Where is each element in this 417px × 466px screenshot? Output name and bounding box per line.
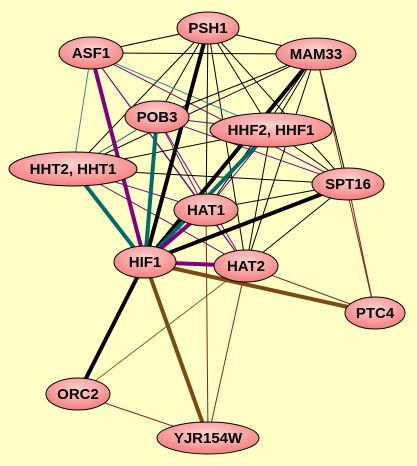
node-hht[interactable]: HHT2, HHT1 bbox=[8, 151, 138, 187]
edge-hht-hat2 bbox=[72, 168, 247, 267]
node-ellipse[interactable] bbox=[113, 245, 177, 279]
node-hif1[interactable]: HIF1 bbox=[113, 245, 177, 279]
node-label: PSH1 bbox=[188, 20, 227, 37]
edge-hhf-hat2 bbox=[245, 129, 272, 267]
node-label: HIF1 bbox=[129, 254, 162, 271]
edge-psh1-hht bbox=[72, 27, 209, 170]
node-ellipse[interactable] bbox=[176, 11, 240, 45]
edge-mam33-hht bbox=[72, 53, 317, 170]
edge-hif1-orc2 bbox=[76, 260, 147, 396]
edge-spt16-hif1 bbox=[143, 182, 350, 264]
node-ellipse[interactable] bbox=[8, 151, 138, 187]
edge-psh1-hat1 bbox=[205, 27, 209, 211]
edge-pob3-hif1 bbox=[143, 115, 159, 264]
node-ellipse[interactable] bbox=[209, 112, 333, 148]
node-ellipse[interactable] bbox=[173, 193, 239, 227]
node-yjr154w[interactable]: YJR154W bbox=[156, 421, 260, 455]
node-ellipse[interactable] bbox=[275, 37, 357, 71]
node-label: MAM33 bbox=[290, 46, 343, 63]
node-ellipse[interactable] bbox=[45, 377, 111, 411]
node-label: YJR154W bbox=[174, 430, 243, 447]
edge-hat2-yjr154w bbox=[207, 265, 247, 439]
edge-hif1-yjr154w bbox=[143, 260, 210, 440]
node-asf1[interactable]: ASF1 bbox=[58, 36, 124, 70]
node-label: HAT1 bbox=[187, 202, 225, 219]
node-label: ORC2 bbox=[57, 386, 99, 403]
node-orc2[interactable]: ORC2 bbox=[45, 377, 111, 411]
node-label: POB3 bbox=[137, 109, 178, 126]
node-label: HHT2, HHT1 bbox=[30, 161, 117, 178]
edge-asf1-hht bbox=[72, 52, 92, 170]
node-ellipse[interactable] bbox=[124, 100, 190, 134]
edge-layer bbox=[71, 26, 377, 440]
edge-mam33-hif1 bbox=[143, 52, 318, 264]
node-hhf[interactable]: HHF2, HHF1 bbox=[209, 112, 333, 148]
node-spt16[interactable]: SPT16 bbox=[311, 167, 385, 201]
edge-asf1-spt16 bbox=[90, 52, 349, 185]
node-ellipse[interactable] bbox=[311, 167, 385, 201]
node-ptc4[interactable]: PTC4 bbox=[344, 296, 406, 330]
node-mam33[interactable]: MAM33 bbox=[275, 37, 357, 71]
edge-hif1-ptc4 bbox=[143, 260, 377, 315]
node-ellipse[interactable] bbox=[58, 36, 124, 70]
node-label: PTC4 bbox=[356, 305, 395, 322]
node-ellipse[interactable] bbox=[344, 296, 406, 330]
node-ellipse[interactable] bbox=[156, 421, 260, 455]
node-hat1[interactable]: HAT1 bbox=[173, 193, 239, 227]
node-psh1[interactable]: PSH1 bbox=[176, 11, 240, 45]
node-label: HAT2 bbox=[227, 258, 265, 275]
node-label: HHF2, HHF1 bbox=[228, 122, 315, 139]
edge-psh1-hif1 bbox=[143, 26, 210, 264]
edge-hat1-yjr154w bbox=[205, 209, 209, 439]
node-label: ASF1 bbox=[72, 45, 110, 62]
node-hat2[interactable]: HAT2 bbox=[213, 249, 279, 283]
node-pob3[interactable]: POB3 bbox=[124, 100, 190, 134]
node-label: SPT16 bbox=[325, 176, 371, 193]
edge-hat2-orc2 bbox=[77, 265, 247, 395]
node-ellipse[interactable] bbox=[213, 249, 279, 283]
